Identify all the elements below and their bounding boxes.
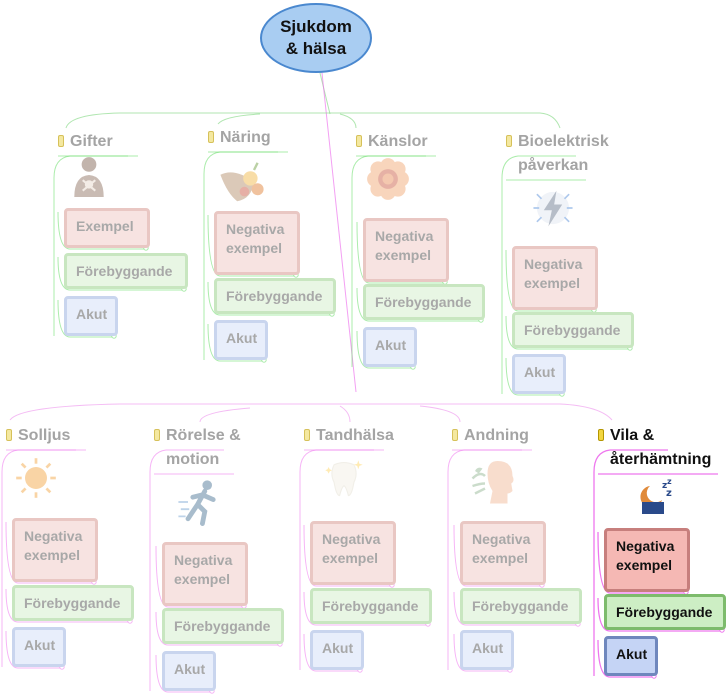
topic-rörelse-motion[interactable]: Rörelse & motion <box>154 424 241 472</box>
attachment-clip-icon <box>304 429 310 441</box>
topic-label: Gifter <box>70 133 113 150</box>
negative-box[interactable]: Negativa exempel <box>310 521 396 585</box>
flower-icon <box>366 157 410 201</box>
svg-text:z: z <box>667 477 672 486</box>
food-basket-icon <box>218 158 266 206</box>
acute-box[interactable]: Akut <box>12 627 66 667</box>
topic-label: Näring <box>220 129 271 146</box>
topic-label: Solljus <box>18 427 71 444</box>
lightning-icon <box>530 185 576 231</box>
preventive-box[interactable]: Förebyggande <box>363 284 485 320</box>
root-node[interactable]: Sjukdom & hälsa <box>260 3 372 73</box>
svg-text:z: z <box>662 481 667 491</box>
topic-solljus[interactable]: Solljus <box>6 424 70 448</box>
acute-box[interactable]: Akut <box>162 651 216 691</box>
tooth-icon <box>322 456 366 500</box>
topic-label: Rörelse & motion <box>166 427 241 468</box>
acute-box[interactable]: Akut <box>363 327 417 367</box>
topic-label: Bioelektrisk påverkan <box>518 133 609 174</box>
attachment-clip-icon <box>58 135 64 147</box>
preventive-box[interactable]: Förebyggande <box>162 608 284 644</box>
lower-bus <box>9 403 613 421</box>
runner-icon <box>176 478 224 526</box>
negative-box[interactable]: Negativa exempel <box>214 211 300 275</box>
topic-andning[interactable]: Andning <box>452 424 529 448</box>
attachment-clip-icon <box>154 429 160 441</box>
topic-bioelektrisk-påverkan[interactable]: Bioelektrisk påverkan <box>506 130 609 178</box>
negative-box[interactable]: Negativa exempel <box>363 218 449 282</box>
attachment-clip-icon <box>452 429 458 441</box>
topic-näring[interactable]: Näring <box>208 126 271 150</box>
preventive-box[interactable]: Förebyggande <box>214 278 336 314</box>
attachment-clip-icon <box>506 135 512 147</box>
negative-box[interactable]: Exempel <box>64 208 150 248</box>
topic-vila-återhämtning[interactable]: Vila & återhämtning <box>598 424 711 472</box>
preventive-box[interactable]: Förebyggande <box>64 253 188 289</box>
acute-box[interactable]: Akut <box>512 354 566 394</box>
topic-känslor[interactable]: Känslor <box>356 130 428 154</box>
topic-label: Tandhälsa <box>316 427 394 444</box>
preventive-box[interactable]: Förebyggande <box>604 594 726 630</box>
negative-box[interactable]: Negativa exempel <box>512 246 598 310</box>
negative-box[interactable]: Negativa exempel <box>604 528 690 592</box>
upper-trunk <box>319 72 331 115</box>
lower-bus-ext <box>199 405 461 423</box>
svg-text:z: z <box>666 488 672 499</box>
acute-box[interactable]: Akut <box>214 320 268 360</box>
topic-gifter[interactable]: Gifter <box>58 130 113 154</box>
attachment-clip-icon <box>598 429 604 441</box>
acute-box[interactable]: Akut <box>604 636 658 676</box>
acute-box[interactable]: Akut <box>310 630 364 670</box>
attachment-clip-icon <box>356 135 362 147</box>
negative-box[interactable]: Negativa exempel <box>460 521 546 585</box>
topic-label: Vila & återhämtning <box>610 427 712 468</box>
topic-label: Andning <box>464 427 529 444</box>
upper-bus <box>65 112 561 129</box>
preventive-box[interactable]: Förebyggande <box>12 585 134 621</box>
skull-body-icon <box>68 155 110 197</box>
topic-label: Känslor <box>368 133 428 150</box>
preventive-box[interactable]: Förebyggande <box>460 588 582 624</box>
negative-box[interactable]: Negativa exempel <box>162 542 248 606</box>
acute-box[interactable]: Akut <box>460 630 514 670</box>
preventive-box[interactable]: Förebyggande <box>310 588 432 624</box>
negative-box[interactable]: Negativa exempel <box>12 518 98 582</box>
sun-icon <box>14 456 58 500</box>
acute-box[interactable]: Akut <box>64 296 118 336</box>
topic-tandhälsa[interactable]: Tandhälsa <box>304 424 394 448</box>
preventive-box[interactable]: Förebyggande <box>512 312 634 348</box>
lower-trunk <box>321 72 357 393</box>
breathing-head-icon <box>470 456 520 506</box>
attachment-clip-icon <box>208 131 214 143</box>
attachment-clip-icon <box>6 429 12 441</box>
